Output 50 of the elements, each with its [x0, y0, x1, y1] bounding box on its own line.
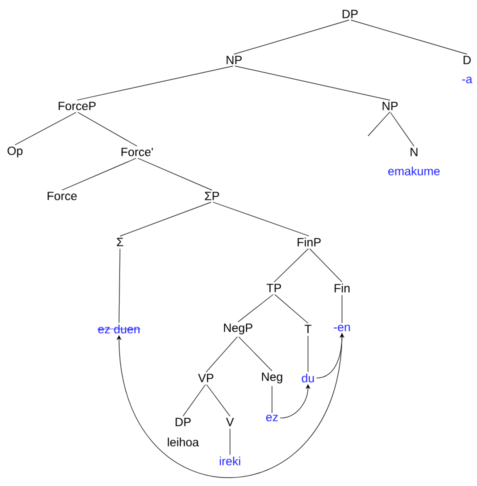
tree-branch [274, 294, 308, 324]
tree-branch [350, 20, 468, 54]
tree-branch [14, 112, 76, 146]
tree-branch [62, 158, 136, 190]
tree-branch [206, 336, 238, 372]
tree-label: NP [382, 102, 398, 110]
tree-label: DP [342, 10, 358, 18]
leaf-word: du [302, 374, 314, 382]
tree-label: V [226, 418, 234, 426]
tree-label: ForceP [58, 102, 96, 110]
tree-branch [212, 202, 310, 236]
tree-label: Fin [334, 284, 350, 292]
tree-branch [182, 384, 206, 416]
tree-branch [234, 20, 350, 54]
tree-label: T [304, 324, 312, 334]
tree-branch [138, 158, 212, 190]
tree-label: VP [198, 374, 214, 382]
tree-label: NP [226, 56, 242, 64]
leaf-word: emakume [388, 166, 440, 176]
tree-label: ΣP [204, 192, 220, 200]
tree-branch [238, 336, 272, 372]
tree-label: FinP [298, 238, 321, 246]
tree-branch [368, 112, 390, 136]
tree-label: Force [48, 192, 77, 200]
tree-branch [118, 248, 120, 324]
leaf-word: -en [334, 324, 350, 332]
leaf-word: -a [462, 76, 472, 84]
tree-branch [78, 112, 138, 146]
tree-label: Force' [122, 148, 153, 156]
tree-branch [234, 66, 390, 100]
tree-branch [206, 384, 230, 416]
movement-arrow [116, 332, 342, 478]
tree-branch [76, 66, 234, 100]
tree-label: D [464, 56, 471, 64]
tree-branch [274, 248, 309, 282]
leaf-word: ez duen [97, 324, 141, 334]
tree-label: Op [8, 146, 22, 158]
tree-branch [238, 294, 274, 322]
tree-branch [120, 202, 212, 236]
tree-branch [390, 112, 414, 146]
leaf-word: ez [266, 414, 278, 422]
tree-label: Σ [116, 238, 124, 246]
tree-branch [309, 248, 342, 282]
tree-label: NegP [224, 324, 252, 334]
leaf-word: ireki [220, 456, 240, 466]
tree-label: Neg [262, 372, 282, 384]
tree-label: DP [176, 418, 191, 426]
tree-label: N [410, 148, 418, 156]
tree-label: TP [266, 284, 282, 292]
tree-label: leihoa [168, 438, 199, 446]
